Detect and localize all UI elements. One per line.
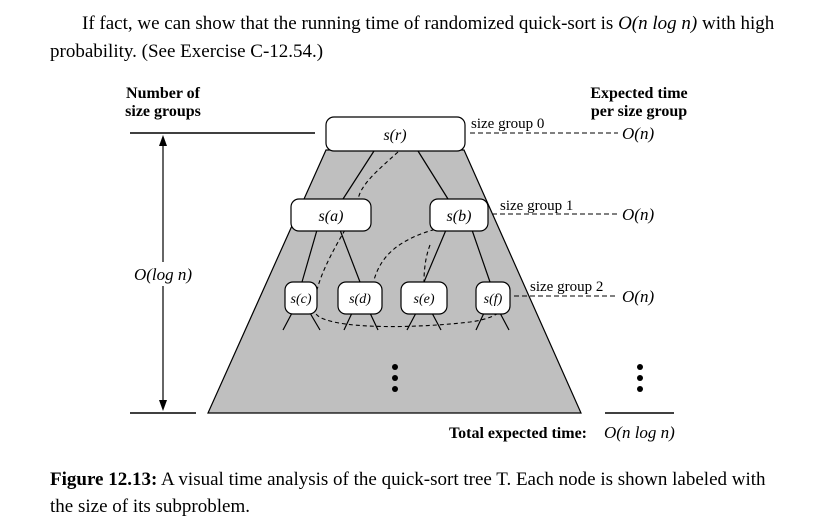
node-b-label: s(b)	[447, 208, 472, 225]
paragraph-text-after: with high probability. (See Exercise C-1…	[50, 13, 775, 62]
node-r-label: s(r)	[383, 127, 406, 144]
tree-edges	[282, 150, 510, 331]
node-e: s(e)	[400, 281, 448, 315]
paragraph-math: O(n log n)	[618, 13, 698, 34]
size-group-0-label: size group 0	[471, 116, 544, 132]
size-group-0-time: O(n)	[622, 124, 654, 143]
right-heading-line1: Expected time	[590, 85, 687, 102]
paragraph-text-before: If fact, we can show that the running ti…	[82, 13, 619, 34]
figure-caption: Figure 12.13: A visual time analysis of …	[50, 466, 780, 520]
size-group-1-time: O(n)	[622, 205, 654, 224]
node-a-label: s(a)	[319, 208, 344, 225]
tree-ellipsis-dots	[392, 364, 398, 392]
node-b: s(b)	[429, 198, 489, 232]
total-value: O(n log n)	[604, 423, 675, 442]
tree-triangle	[207, 149, 582, 414]
left-heading-line1: Number of	[126, 85, 201, 102]
caption-label: Figure 12.13:	[50, 469, 158, 490]
node-f: s(f)	[475, 281, 511, 315]
total-label: Total expected time:	[449, 425, 587, 442]
arrow-up-head	[159, 135, 167, 146]
right-ellipsis-dots	[637, 364, 643, 392]
dashed-path	[314, 151, 506, 328]
right-heading-line2: per size group	[591, 103, 687, 120]
node-d: s(d)	[337, 281, 383, 315]
node-e-label: s(e)	[414, 292, 435, 307]
height-label: O(log n)	[134, 265, 192, 284]
size-group-2-time: O(n)	[622, 287, 654, 306]
node-d-label: s(d)	[349, 292, 371, 307]
caption-text: A visual time analysis of the quick-sort…	[50, 469, 766, 517]
node-a: s(a)	[290, 198, 372, 232]
node-r: s(r)	[325, 116, 466, 152]
node-c-label: s(c)	[291, 292, 312, 307]
arrow-down-head	[159, 400, 167, 411]
node-f-label: s(f)	[484, 292, 503, 307]
left-heading-line2: size groups	[125, 103, 201, 120]
size-group-1-label: size group 1	[500, 198, 573, 214]
size-group-2-label: size group 2	[530, 279, 603, 295]
node-c: s(c)	[284, 281, 318, 315]
body-paragraph: If fact, we can show that the running ti…	[50, 10, 780, 66]
